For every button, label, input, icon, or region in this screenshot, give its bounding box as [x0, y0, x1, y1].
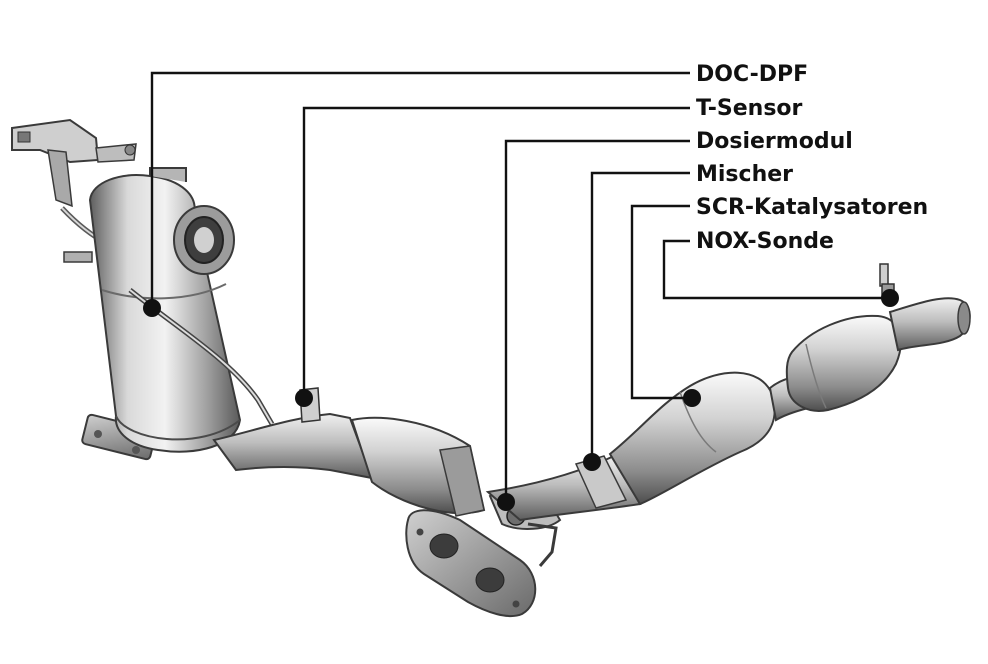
- label-scr-katalysatoren: SCR-Katalysatoren: [696, 195, 928, 220]
- doc-dpf-canister: [81, 167, 275, 461]
- intermediate-pipe: [212, 387, 486, 517]
- leader-doc-dpf: [150, 71, 690, 308]
- dot-scr: [683, 389, 701, 407]
- dot-t-sensor: [295, 389, 313, 407]
- labels: DOC-DPF T-Sensor Dosiermodul Mischer SCR…: [696, 62, 928, 254]
- label-mischer: Mischer: [696, 162, 793, 187]
- dot-doc-dpf: [143, 299, 161, 317]
- label-nox-sonde: NOX-Sonde: [696, 229, 834, 254]
- label-doc-dpf: DOC-DPF: [696, 62, 808, 87]
- leader-dots: [143, 289, 899, 511]
- dot-nox: [881, 289, 899, 307]
- leader-nox: [662, 239, 890, 300]
- leader-dosiermodul: [504, 139, 690, 502]
- leader-lines: [150, 71, 890, 502]
- label-dosiermodul: Dosiermodul: [696, 129, 853, 154]
- dot-dosiermodul: [497, 493, 515, 511]
- dot-mischer: [583, 453, 601, 471]
- leader-t-sensor: [302, 106, 690, 398]
- leader-mischer: [590, 171, 690, 462]
- leader-scr: [630, 204, 692, 400]
- label-t-sensor: T-Sensor: [696, 96, 803, 121]
